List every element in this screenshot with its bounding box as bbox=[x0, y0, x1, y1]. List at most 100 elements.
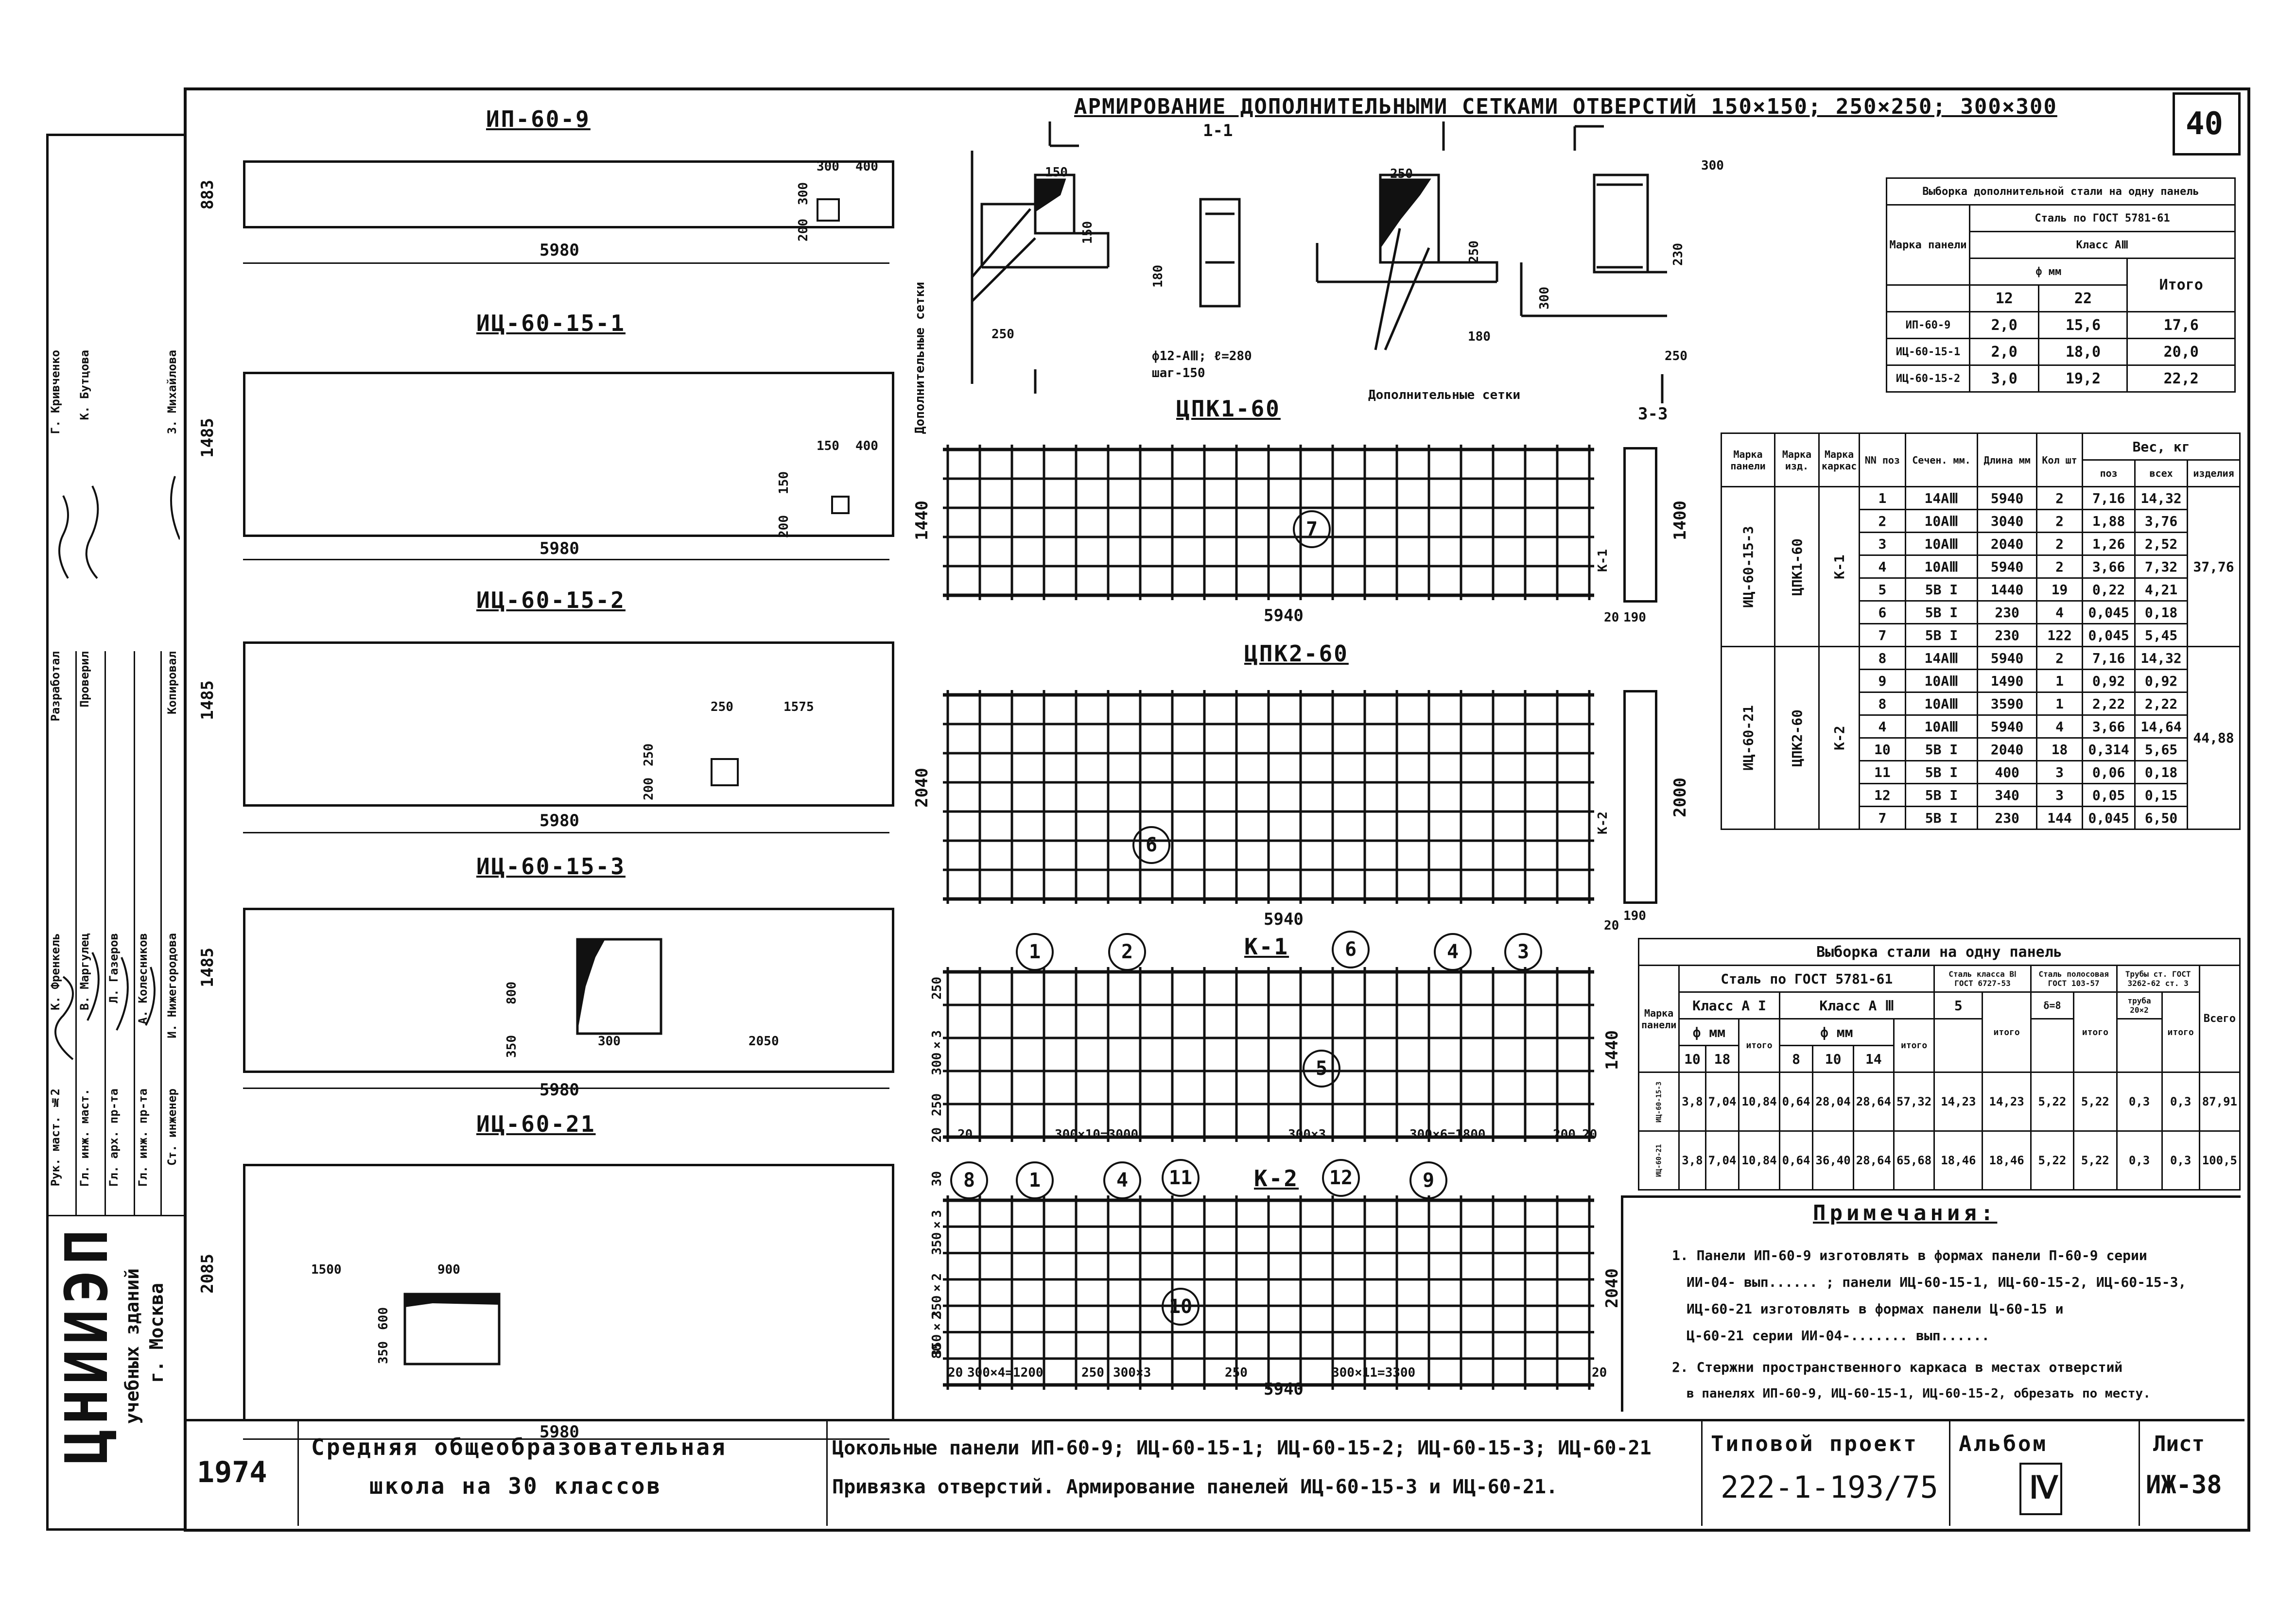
table-cell: 3 bbox=[2035, 783, 2084, 807]
k1-grid bbox=[943, 967, 1594, 1142]
k1-left-dim-4: 20 bbox=[930, 1127, 944, 1143]
panel-dim-2b: 400 bbox=[855, 439, 878, 453]
table-steel-blank-2 bbox=[2030, 1018, 2075, 1073]
panel-title-4: ИЦ-60-15-3 bbox=[476, 853, 626, 880]
table-cell: 400 bbox=[1977, 760, 2037, 784]
table-cell: 3040 bbox=[1977, 509, 2037, 533]
k2-title: К-2 bbox=[1254, 1165, 1299, 1192]
stamp-vline bbox=[75, 651, 77, 1215]
table-cell: 0,045 bbox=[2082, 806, 2136, 830]
table-cell: 5В I bbox=[1904, 760, 1979, 784]
table-cell: 12 bbox=[1859, 783, 1906, 807]
table-extra-col-mark: Марка панели bbox=[1886, 204, 1970, 286]
table-cell: 14,64 bbox=[2134, 714, 2189, 739]
cage-grid-1 bbox=[943, 445, 1594, 600]
table-cell: 18,46 bbox=[1933, 1130, 1983, 1191]
panel-dim-2c: 200 bbox=[777, 515, 791, 538]
table-steel-strip-sub: δ=8 bbox=[2030, 991, 2075, 1019]
table-cell: 2 bbox=[1859, 509, 1906, 533]
table-cell: 2,52 bbox=[2134, 532, 2189, 556]
table-cell: 10АⅢ bbox=[1904, 714, 1979, 739]
table-cell: 3,8 bbox=[1678, 1130, 1706, 1191]
note-line-6: в панелях ИП-60-9, ИЦ-60-15-1, ИЦ-60-15-… bbox=[1687, 1386, 2151, 1401]
panel-title-3: ИЦ-60-15-2 bbox=[476, 587, 626, 613]
k1-callout-4: 4 bbox=[1434, 933, 1472, 971]
tb-sheet-no: ИЖ-38 bbox=[2146, 1470, 2222, 1500]
panel-dim-4a: 800 bbox=[504, 982, 519, 1004]
table-cell: 5 bbox=[1859, 577, 1906, 602]
panel-dimline-2 bbox=[243, 559, 889, 560]
k2-callout-3: 4 bbox=[1103, 1161, 1141, 1199]
cage-side-h-1: 1400 bbox=[1670, 501, 1690, 540]
table-steel-itogo-1: итого bbox=[1982, 991, 2032, 1073]
table-steel-c10: 10 bbox=[1678, 1045, 1706, 1073]
table-cell: 1,26 bbox=[2082, 532, 2136, 556]
table-cell: 5940 bbox=[1977, 554, 2037, 579]
table-cell: 3,66 bbox=[2082, 714, 2136, 739]
tb-div-2 bbox=[826, 1419, 828, 1526]
sec-dim-6: 250 bbox=[1467, 241, 1481, 263]
k2-left-dim-5: 80 bbox=[930, 1344, 944, 1359]
stamp-vline bbox=[104, 651, 106, 1215]
table-extra-22: 22 bbox=[2038, 284, 2128, 312]
table-header: Марка панели bbox=[1721, 432, 1775, 487]
table-cell: 18,46 bbox=[1982, 1130, 2032, 1191]
table-cell: 5В I bbox=[1904, 737, 1979, 761]
k1-bottom-5: 200 bbox=[1553, 1127, 1576, 1142]
table-header: Кол шт bbox=[2035, 432, 2084, 487]
panel-opening-2 bbox=[831, 496, 850, 514]
stamp-org: ЦНИИЭП bbox=[53, 1225, 121, 1465]
panel-height-2: 1485 bbox=[198, 418, 217, 458]
stamp-role-5: Ст. инженер bbox=[165, 1089, 179, 1166]
tb-div-4 bbox=[1949, 1419, 1950, 1526]
table-cell: 3 bbox=[1859, 532, 1906, 556]
k2-length: 5940 bbox=[1264, 1380, 1304, 1399]
table-cell: 144 bbox=[2035, 806, 2084, 830]
table-cell: 1440 bbox=[1977, 577, 2037, 602]
note-line-1: 1. Панели ИП-60-9 изготовлять в формах п… bbox=[1672, 1247, 2147, 1263]
table-cell: 6 bbox=[1859, 600, 1906, 624]
table-cell-cage: К-2 bbox=[1819, 646, 1860, 829]
panel-title-2: ИЦ-60-15-1 bbox=[476, 310, 626, 336]
table-extra-sub: Сталь по ГОСТ 5781-61 bbox=[1969, 204, 2236, 232]
sections-drawings bbox=[971, 121, 1667, 403]
cage-side-dim-2a: 190 bbox=[1623, 909, 1646, 923]
k1-left-dim-3: 250 bbox=[930, 1093, 944, 1116]
bar-note: ф12-АⅢ; ℓ=280 bbox=[1152, 349, 1252, 363]
k2-bottom-3: 250 bbox=[1081, 1365, 1104, 1380]
table-cell: 2040 bbox=[1977, 532, 2037, 556]
table-cell: 7,32 bbox=[2134, 554, 2189, 579]
cage-grid-2 bbox=[943, 690, 1594, 904]
table-cell: 8 bbox=[1859, 691, 1906, 716]
panel-dimline-5 bbox=[243, 1438, 889, 1440]
tb-album-label: Альбом bbox=[1959, 1432, 2048, 1456]
table-cell: 0,18 bbox=[2134, 760, 2189, 784]
sec-dim-1: 150 bbox=[1045, 165, 1068, 180]
tb-album-box bbox=[2019, 1463, 2062, 1515]
table-cell: 28,04 bbox=[1812, 1071, 1854, 1132]
panel-length-5: 5980 bbox=[539, 1422, 579, 1442]
table-cell: 5,22 bbox=[2030, 1130, 2075, 1191]
table-cell: 122 bbox=[2035, 623, 2084, 647]
panel-height-4: 1485 bbox=[198, 948, 217, 987]
panel-dim-4d: 2050 bbox=[748, 1034, 779, 1049]
table-header: поз bbox=[2082, 459, 2136, 487]
table-cell: 0,3 bbox=[2161, 1071, 2200, 1132]
tb-project-no: 222-1-193/75 bbox=[1721, 1469, 1938, 1505]
note-line-2: ИИ-04- вып...... ; панели ИЦ-60-15-1, ИЦ… bbox=[1687, 1274, 2187, 1290]
callout-cage2: 6 bbox=[1132, 826, 1170, 864]
table-cell: 10АⅢ bbox=[1904, 532, 1979, 556]
note-line-5: 2. Стержни пространственного каркаса в м… bbox=[1672, 1359, 2123, 1375]
table-steel-c10b: 10 bbox=[1812, 1045, 1854, 1073]
table-cell: 19,2 bbox=[2038, 364, 2128, 393]
table-cell: 2,0 bbox=[1968, 311, 2040, 339]
panel-length-4: 5980 bbox=[539, 1080, 579, 1100]
table-cell: 0,15 bbox=[2134, 783, 2189, 807]
stamp-grid bbox=[46, 651, 184, 1215]
table-cell: 10АⅢ bbox=[1904, 669, 1979, 693]
